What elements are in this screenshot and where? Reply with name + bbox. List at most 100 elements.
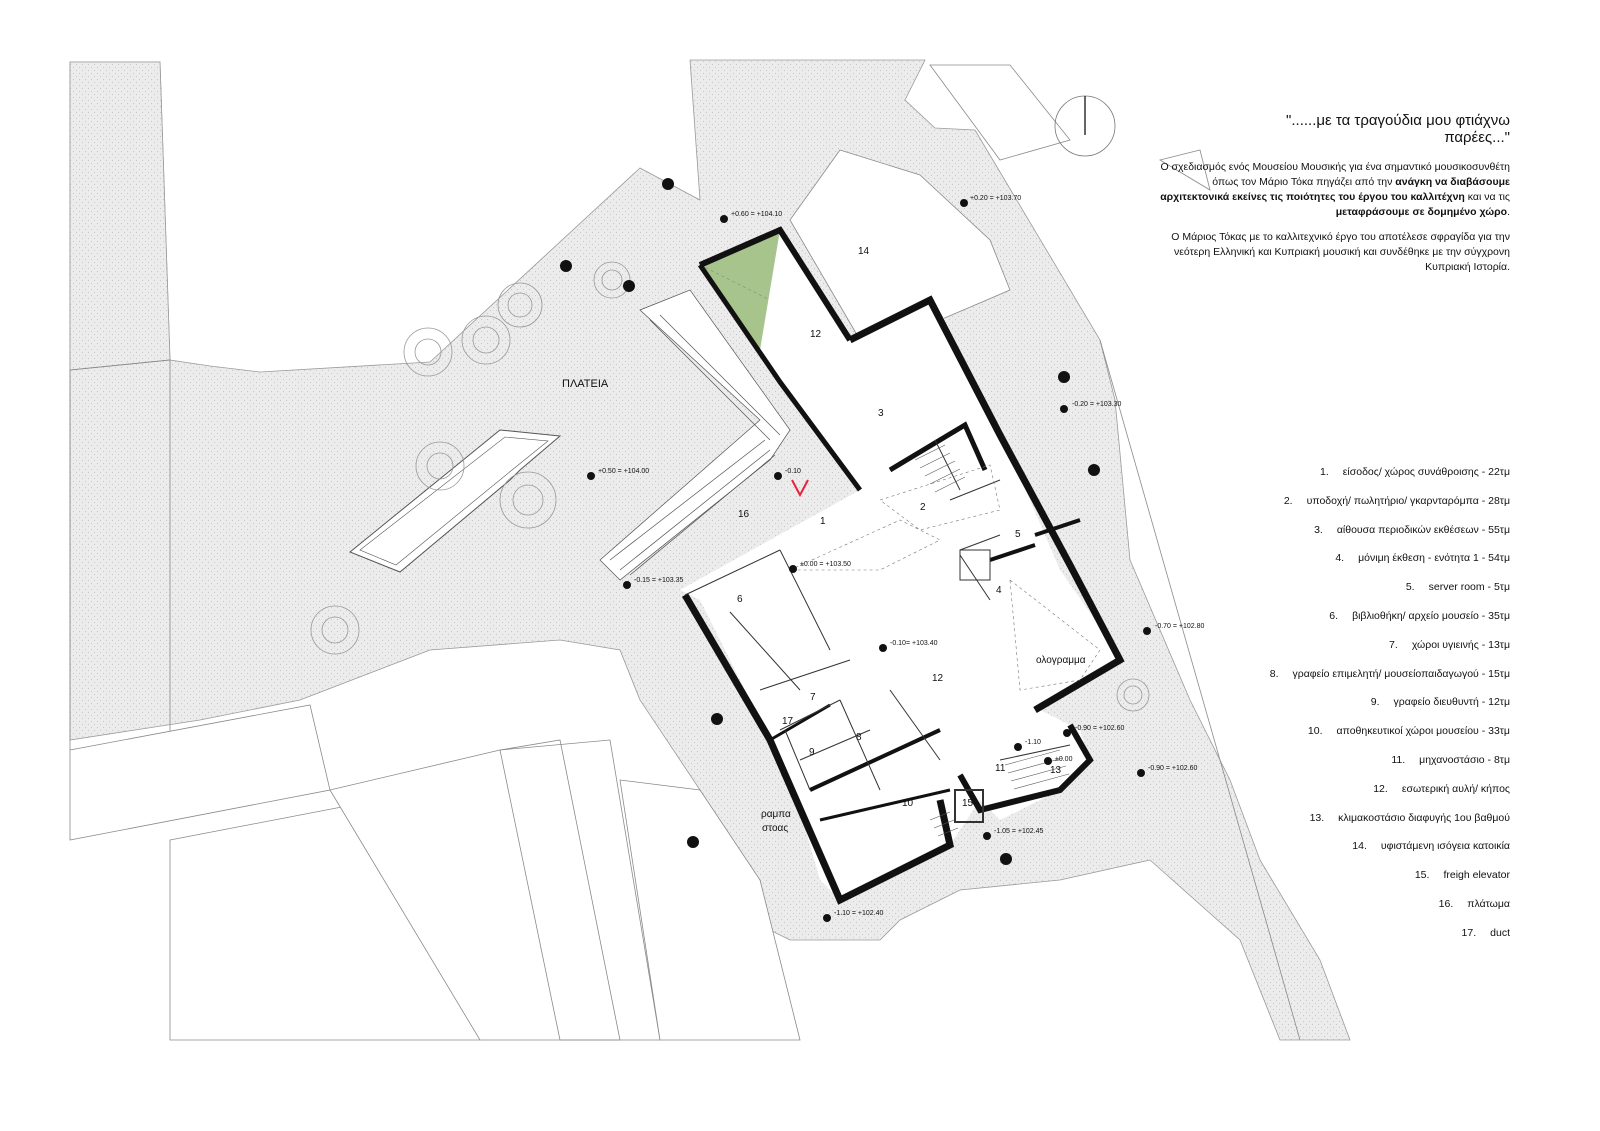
north-arrow-icon — [1054, 95, 1116, 157]
room-number: 16 — [738, 509, 750, 520]
legend-item: 7. χώροι υγιεινής - 13τμ — [1150, 638, 1510, 667]
room-number: 14 — [858, 246, 870, 257]
legend-item: 2.υποδοχή/ πωλητήριο/ γκαρνταρόμπα - 28τ… — [1150, 494, 1510, 523]
elevation-label: -0.20 = +103.30 — [1072, 401, 1122, 408]
linear-pool — [349, 429, 562, 573]
trees — [310, 261, 1150, 712]
legend-item: 5. server room - 5τμ — [1150, 580, 1510, 609]
legend-number: 17. — [1461, 926, 1477, 939]
building-walls — [681, 226, 1125, 905]
legend-item: 9. γραφείο διευθυντή - 12τμ — [1150, 695, 1510, 724]
legend-number: 3. — [1314, 523, 1323, 536]
room-number: 2 — [920, 502, 926, 513]
legend-number: 13. — [1309, 811, 1325, 824]
legend-number: 12. — [1373, 782, 1388, 795]
legend-item: 14. υφιστάμενη ισόγεια κατοικία — [1150, 839, 1510, 868]
paragraph-bold-text: ανάγκη να διαβάσουμε αρχιτεκτονικά εκείν… — [1160, 176, 1510, 203]
legend-text: βιβλιοθήκη/ αρχείο μουσείο - 35τμ — [1352, 609, 1510, 622]
paragraph-bold-text: μεταφράσουμε σε δομημένο χώρο — [1335, 206, 1508, 218]
legend-number: 16. — [1438, 897, 1454, 910]
room-number: 3 — [878, 408, 884, 419]
legend-number: 9. — [1370, 696, 1380, 709]
legend-item: 10. αποθηκευτικοί χώροι μουσείου - 33τμ — [1150, 724, 1510, 753]
legend-text: χώροι υγιεινής - 13τμ — [1411, 638, 1510, 651]
square-label: ΠΛΑΤΕΙΑ — [562, 378, 609, 390]
quote: "......με τα τραγούδια μου φτιάχνω παρέε… — [1150, 112, 1510, 146]
legend-item: 15.freigh elevator — [1150, 868, 1510, 897]
legend-number: 7. — [1389, 638, 1398, 651]
legend-text: γραφείο επιμελητή/ μουσείοπαιδαγωγού - 1… — [1292, 667, 1511, 680]
legend-text: πλάτωμα — [1467, 897, 1510, 910]
quote-line: παρέες..." — [1444, 129, 1510, 146]
legend-text: κλιμακοστάσιο διαφυγής 1ου βαθμού — [1338, 811, 1510, 824]
elevation-label: -1.05 = +102.45 — [994, 828, 1044, 835]
legend-text: γραφείο διευθυντή - 12τμ — [1393, 696, 1511, 709]
legend-item: 11. μηχανοστάσιο - 8τμ — [1150, 753, 1510, 782]
room-labels: 1 2 3 4 5 6 7 8 9 10 11 12 12 13 14 15 1… — [737, 246, 1062, 809]
paragraph-text: Ο σχεδιασμός ενός Μουσείου Μουσικής για … — [1160, 161, 1510, 188]
stairs — [914, 444, 1070, 837]
legend-number: 5. — [1405, 581, 1415, 594]
elevation-label: ±0.00 = +103.50 — [800, 561, 851, 568]
room-number: 5 — [1015, 529, 1021, 540]
elevation-label: -1.10 = +102.40 — [834, 910, 884, 917]
elevation-label: -1.10 — [1025, 739, 1041, 746]
entrance-mark — [791, 479, 809, 498]
elevation-label: +0.20 = +103.70 — [970, 195, 1021, 202]
legend-item: 6. βιβλιοθήκη/ αρχείο μουσείο - 35τμ — [1150, 609, 1510, 638]
room-number: 8 — [856, 732, 862, 743]
legend-number: 10. — [1307, 725, 1323, 738]
legend-number: 15. — [1414, 869, 1430, 882]
description-panel: "......με τα τραγούδια μου φτιάχνω παρέε… — [1150, 112, 1510, 285]
legend-item: 16. πλάτωμα — [1150, 897, 1510, 926]
legend-text: αίθουσα περιοδικών εκθέσεων - 55τμ — [1336, 523, 1510, 536]
room-number: 6 — [737, 594, 743, 605]
elevation-label: ±0.00 — [1055, 756, 1073, 763]
legend-text: μηχανοστάσιο - 8τμ — [1419, 753, 1510, 766]
neighbouring-buildings — [69, 64, 1301, 1041]
elevation-label: -0.70 = +102.80 — [1155, 623, 1205, 630]
elevation-label: -0.10= +103.40 — [890, 640, 938, 647]
entrance-steps — [599, 289, 791, 581]
legend-item: 4. μόνιμη έκθεση - ενότητα 1 - 54τμ — [1150, 551, 1510, 580]
legend-text: αποθηκευτικοί χώροι μουσείου - 33τμ — [1336, 725, 1510, 738]
elevation-label: -0.10 — [785, 468, 801, 475]
elevation-label: -0.90 = +102.60 — [1148, 765, 1198, 772]
legend-text: μόνιμη έκθεση - ενότητα 1 - 54τμ — [1358, 552, 1510, 565]
legend-number: 6. — [1329, 609, 1339, 622]
room-number: 1 — [820, 516, 826, 527]
legend-number: 4. — [1335, 552, 1345, 565]
interior-partitions — [684, 439, 1071, 823]
hologram-label: ολογραμμα — [1036, 655, 1086, 666]
elevation-label: +0.60 = +104.10 — [731, 211, 782, 218]
legend-number: 14. — [1352, 840, 1367, 853]
elevation-label: +0.50 = +104.00 — [598, 468, 649, 475]
elevation-labels: +0.60 = +104.10 +0.20 = +103.70 -0.20 = … — [598, 195, 1205, 917]
legend-number: 11. — [1391, 753, 1406, 766]
room-number: 10 — [902, 798, 914, 809]
room-number: 4 — [996, 585, 1002, 596]
room-number: 7 — [810, 692, 816, 703]
legend-text: server room - 5τμ — [1428, 581, 1510, 594]
description-paragraph: Ο Μάριος Τόκας με το καλλιτεχνικό έργο τ… — [1171, 231, 1510, 273]
building-interior — [680, 230, 1120, 900]
legend-number: 1. — [1319, 466, 1329, 478]
legend-item: 17.duct — [1150, 926, 1510, 955]
quote-line: "......με τα τραγούδια μου φτιάχνω — [1286, 112, 1510, 129]
legend-item: 1.είσοδος/ χώρος συνάθροισης - 22τμ — [1150, 465, 1510, 494]
description-paragraph: Ο σχεδιασμός ενός Μουσείου Μουσικής για … — [1150, 160, 1510, 220]
elevation-label: -0.15 = +103.35 — [634, 577, 684, 584]
legend-text: εσωτερική αυλή/ κήπος — [1401, 782, 1510, 795]
legend-text: υφιστάμενη ισόγεια κατοικία — [1380, 840, 1510, 853]
ramp-label: στοας — [762, 823, 788, 834]
paragraph-text: και να τις — [1467, 191, 1510, 203]
legend-item: 12. εσωτερική αυλή/ κήπος — [1150, 782, 1510, 811]
ramp-label: ραμπα — [761, 809, 791, 820]
room-number: 13 — [1050, 765, 1062, 776]
room-number: 12 — [932, 673, 944, 684]
elevation-label: -0.90 = +102.60 — [1075, 725, 1125, 732]
level-markers — [587, 199, 1151, 922]
legend-item: 3. αίθουσα περιοδικών εκθέσεων - 55τμ — [1150, 523, 1510, 552]
